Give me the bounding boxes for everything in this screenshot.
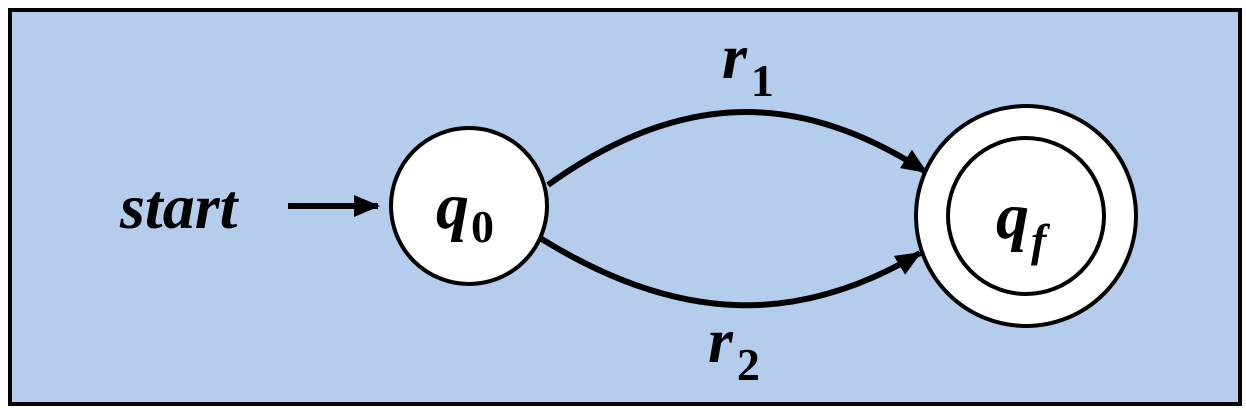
state-q0-subscript: 0 bbox=[471, 201, 494, 252]
edge-label-r1-subscript: 1 bbox=[751, 55, 774, 106]
state-qf-label: qf bbox=[996, 180, 1051, 266]
state-qf-name: q bbox=[996, 180, 1029, 253]
state-qf: qf bbox=[914, 104, 1138, 328]
edge-label-r2-main: r bbox=[708, 305, 734, 376]
edge-label-r2: r2 bbox=[708, 305, 760, 390]
state-q0: q0 bbox=[389, 126, 549, 286]
edge-r2 bbox=[538, 235, 922, 309]
state-qf-inner-circle bbox=[946, 136, 1106, 296]
edge-label-r1: r1 bbox=[722, 21, 774, 106]
state-q0-name: q bbox=[436, 170, 469, 243]
edge-label-r2-subscript: 2 bbox=[737, 339, 760, 390]
edge-label-r1-main: r bbox=[722, 21, 748, 92]
state-q0-label: q0 bbox=[436, 170, 494, 252]
edge-r1 bbox=[546, 109, 928, 188]
state-q0-circle bbox=[389, 126, 549, 286]
start-label: start bbox=[119, 171, 240, 242]
state-qf-subscript: f bbox=[1031, 215, 1051, 266]
